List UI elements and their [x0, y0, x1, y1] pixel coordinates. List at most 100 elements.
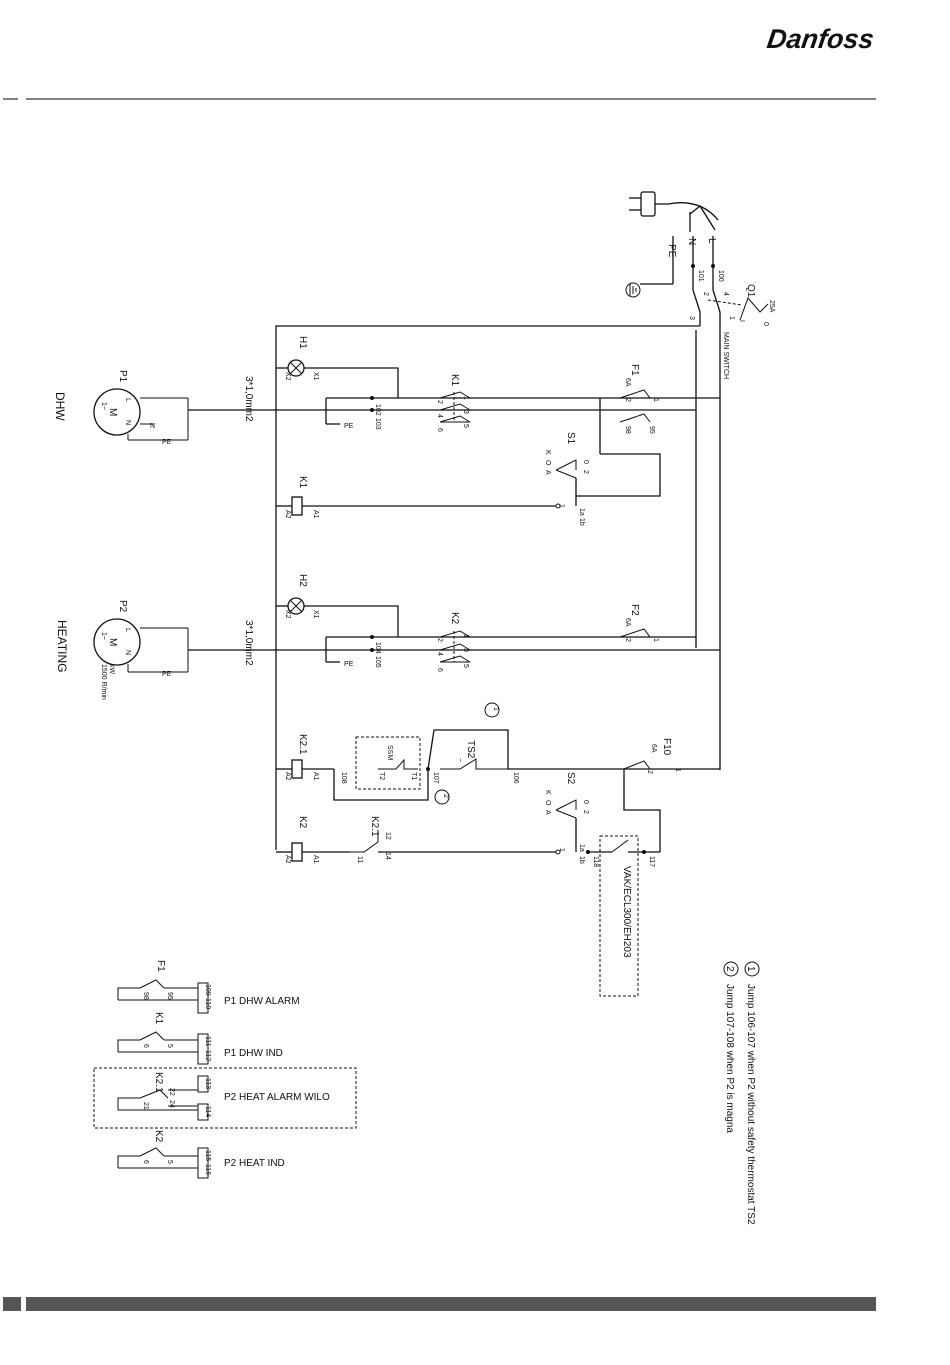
- wire-106: 106: [512, 772, 519, 784]
- p1-phase: 1~: [100, 402, 107, 410]
- vak-ecl-box: 118 117 VAK/ECL300/EH203: [586, 835, 660, 997]
- s1-t2: 2: [582, 470, 589, 474]
- vak-117: 117: [648, 856, 655, 867]
- h1-x2: X2: [284, 372, 291, 381]
- vak-118: 118: [592, 856, 599, 867]
- dhw-pe2: PE: [344, 423, 354, 430]
- p1-n-term: N: [150, 423, 155, 430]
- ssm-label: SSM: [386, 745, 393, 760]
- p2-letter: M: [107, 638, 118, 646]
- k2-coil-name: K2: [297, 816, 308, 829]
- sig1-c0: 98: [142, 992, 149, 1000]
- coil-k2: K2 A1 A2: [276, 816, 350, 864]
- sig3-t1: 114: [204, 1106, 211, 1117]
- sig4-label: P2 HEAT IND: [224, 1158, 285, 1169]
- k2-c1: 1: [462, 634, 469, 638]
- f1-98: 98: [624, 426, 631, 434]
- f10-rating: 6A: [650, 744, 657, 753]
- signal-p1-dhw-ind: K1 6 5 111 112 P1 DHW IND: [117, 1012, 283, 1065]
- k1-c5: 5: [462, 424, 469, 428]
- f1-t2: 2: [624, 398, 631, 402]
- note2-mark: 2: [724, 966, 735, 972]
- sig2-label: P1 DHW IND: [224, 1048, 283, 1059]
- k1-c2: 2: [436, 400, 443, 404]
- s1-t0: 0: [582, 460, 589, 464]
- dhw-label: DHW: [53, 392, 67, 421]
- k1-contactor-name: K1: [449, 374, 460, 387]
- k1-c3: 3: [462, 410, 469, 414]
- heating-label: HEATING: [55, 620, 69, 672]
- sig3-c2: 24: [168, 1100, 175, 1108]
- brand-logo: Danfoss: [765, 23, 876, 54]
- wire-107: 107: [432, 772, 439, 784]
- main-switch-q1: Q1 25A 2 4 3 1 I 0 MAIN SWITCH: [688, 284, 775, 379]
- p2-term-n: N: [124, 650, 131, 655]
- s2-k: K: [544, 790, 551, 795]
- s1-t1a: 1a: [578, 508, 585, 516]
- power-plug-icon: [629, 191, 719, 232]
- q1-pos-off: 0: [762, 322, 769, 326]
- s2-t1a: 1a: [578, 844, 585, 852]
- footer: [3, 1297, 876, 1311]
- sig4-device: K2: [153, 1130, 164, 1143]
- sig2-c1: 5: [166, 1044, 173, 1048]
- note1-mark: 1: [745, 966, 756, 972]
- k2-c2: 2: [436, 638, 443, 642]
- ts2-name: TS2: [465, 740, 476, 759]
- q1-label: Q1: [745, 284, 756, 298]
- q1-term-4: 1: [728, 316, 735, 320]
- sig1-t0: 109: [204, 984, 211, 996]
- p2-speed: 1500 R/min: [100, 664, 107, 700]
- h2-name: H2: [297, 574, 308, 587]
- wire-108: 108: [340, 772, 347, 784]
- l-label: L: [706, 238, 717, 244]
- lamp-h1: H1 X1 X2: [276, 336, 399, 398]
- q1-term-1: 2: [702, 292, 709, 296]
- p1-term-l: L: [124, 398, 131, 402]
- sig3-c0: 21: [142, 1102, 149, 1110]
- interlock-name: K2.1: [369, 816, 380, 837]
- f10-name: F10: [661, 738, 672, 756]
- s1-o: O: [544, 460, 551, 466]
- f1-name: F1: [629, 364, 640, 376]
- vak-label: VAK/ECL300/EH203: [621, 866, 632, 958]
- k21-a1: A1: [312, 772, 319, 781]
- k2-c4: 4: [436, 652, 443, 656]
- sig1-t1: 110: [204, 998, 211, 1009]
- heat-term-104: 104: [374, 642, 381, 654]
- fuse-f1: F1 6A 1 2 95 98: [576, 364, 661, 497]
- sig4-t1: 116: [204, 1164, 211, 1175]
- sig4-t0: 115: [204, 1150, 211, 1161]
- h2-x1: X1: [312, 610, 319, 619]
- k2-a2: A2: [284, 855, 291, 864]
- note1-text: Jump 106-107 when P2 without safety ther…: [745, 984, 756, 1225]
- lamp-h2: H2 X1 X2: [276, 574, 399, 637]
- contactor-k2: K2 1 2 3 4 5 6: [436, 612, 471, 672]
- note2-text: Jump 107-108 when P2 is magna: [724, 984, 735, 1133]
- power-supply: PE N L 101 100 Q1 25A 2 4 3 1 I: [625, 191, 775, 379]
- ssm-t1: T1: [410, 772, 417, 780]
- pump-p2: P2 M L N 1~ kW 1500 R/min PE: [93, 600, 189, 700]
- interlock-14: 14: [384, 852, 391, 860]
- ssm-box: SSM T1 T2: [355, 736, 421, 790]
- h2-x2: X2: [284, 610, 291, 619]
- k2-c6: 6: [436, 668, 443, 672]
- dhw-term-103: 103: [374, 418, 381, 430]
- interlock-k2-1: K2.1 11 12 14: [350, 816, 556, 863]
- n-label: N: [686, 238, 697, 245]
- ts2-minus: −: [456, 758, 463, 762]
- wire-101: 101: [697, 270, 704, 282]
- notes: 1 Jump 106-107 when P2 without safety th…: [723, 961, 760, 1225]
- k1-c4: 4: [436, 414, 443, 418]
- p2-term-l: L: [124, 628, 131, 632]
- circle-mark-2: 2: [434, 789, 450, 805]
- dhw-cable: 3*1,0mm2: [243, 376, 254, 422]
- p2-phase: 1~: [100, 632, 107, 640]
- p2-name: P2: [117, 600, 128, 613]
- interlock-12: 12: [384, 832, 391, 840]
- sig2-c0: 6: [142, 1044, 149, 1048]
- selector-s2: S2 K O A 0 1 2 1a 1b: [544, 772, 589, 864]
- s2-name: S2: [565, 772, 576, 785]
- signal-p2-heat-alarm-wilo: K2.1 21 22 24 113 114 P2 HEAT ALARM WILO: [93, 1067, 357, 1129]
- control-section: K2.1 A1 A2 108 SSM T1 T2 107 TS2 − 106 1: [276, 702, 720, 997]
